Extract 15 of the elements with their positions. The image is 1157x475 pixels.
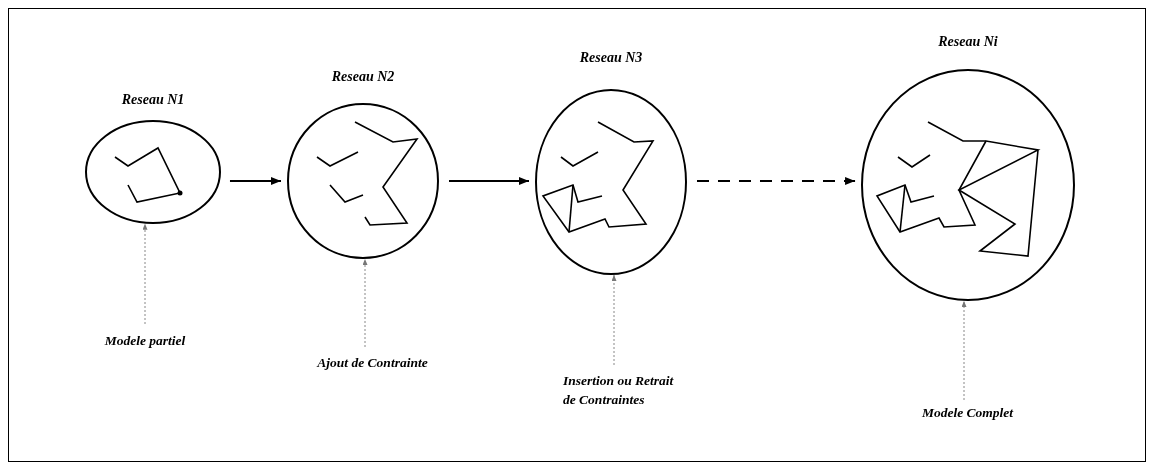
leader-line <box>611 274 617 366</box>
caption-text: Modele partiel <box>80 331 210 350</box>
arrow <box>228 177 282 185</box>
leader-line <box>362 258 368 348</box>
arrow <box>448 177 530 185</box>
node-heading: Reseau N2 <box>331 69 395 85</box>
caption-text: Modele Complet <box>895 403 1040 422</box>
node-heading: Reseau N3 <box>579 50 643 66</box>
leader-line <box>142 223 148 325</box>
arrow <box>696 177 857 185</box>
node-heading: Reseau N1 <box>121 92 185 108</box>
node-heading: Reseau Ni <box>938 34 998 50</box>
caption-text: Ajout de Contrainte <box>290 353 455 372</box>
caption-text: Insertion ou Retrait de Contraintes <box>563 371 685 409</box>
leader-line <box>961 300 967 401</box>
